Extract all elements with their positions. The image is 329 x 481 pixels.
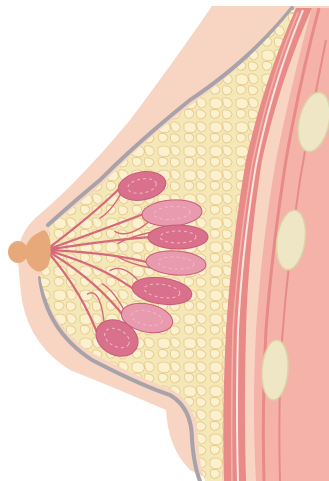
lobule-3 [148,225,208,249]
nipple-tip [8,241,28,263]
